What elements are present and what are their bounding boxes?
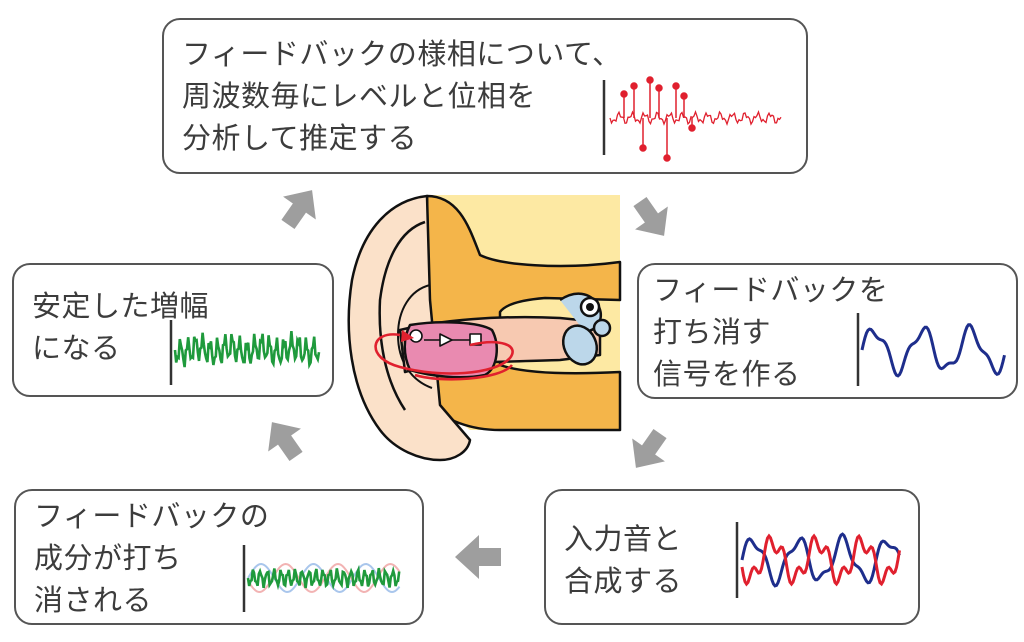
step-cancel-box: フィードバックの 成分が打ち 消される — [14, 489, 424, 625]
ossicles — [559, 292, 612, 366]
combine-waveform — [735, 522, 901, 598]
step-stable-line-2: になる — [32, 331, 121, 365]
step-generate-line-1: フィードバックを — [653, 273, 889, 307]
step-estimate-text: フィードバックの様相について、 周波数毎にレベルと位相を 分析して推定する — [182, 33, 622, 159]
estimate-stem-dot — [639, 144, 647, 152]
arrow-down-left-icon — [632, 428, 667, 468]
estimate-stem-dot — [620, 90, 628, 98]
estimate-stem-dot — [688, 124, 696, 132]
step-cancel-line-3: 消される — [34, 583, 153, 617]
step-estimate-box: フィードバックの様相について、 周波数毎にレベルと位相を 分析して推定する — [162, 18, 808, 174]
estimate-stem-dot — [630, 82, 638, 90]
arrow-up-right-icon — [281, 190, 316, 230]
step-combine-line-2: 合成する — [564, 564, 683, 598]
estimate-stem-dot — [663, 154, 671, 162]
step-combine-line-1: 入力音と — [564, 522, 683, 556]
stable-waveform — [169, 320, 321, 385]
step-cancel-text: フィードバックの 成分が打ち 消される — [34, 495, 269, 621]
step-estimate-line-2: 周波数毎にレベルと位相を — [182, 79, 537, 113]
estimate-stem-dot — [655, 84, 663, 92]
ear-illustration — [347, 194, 622, 462]
generate-waveform — [856, 313, 1006, 386]
estimate-stem-dot — [680, 92, 688, 100]
step-stable-line-1: 安定した増幅 — [32, 289, 210, 323]
feedback-loop-icon — [374, 330, 514, 381]
step-combine-text: 入力音と 合成する — [564, 518, 682, 602]
step-combine-box: 入力音と 合成する — [544, 489, 920, 625]
arrow-up-left-icon — [268, 422, 303, 462]
arrow-left-icon — [455, 535, 501, 579]
step-generate-line-2: 打ち消す — [653, 315, 772, 349]
step-estimate-line-1: フィードバックの様相について、 — [182, 37, 622, 71]
step-cancel-line-2: 成分が打ち — [34, 541, 182, 575]
arrow-down-right-icon — [633, 196, 668, 236]
cancel-waveform — [242, 545, 401, 612]
step-stable-box: 安定した増幅 になる — [12, 263, 334, 397]
step-stable-text: 安定した増幅 になる — [32, 285, 209, 369]
estimate-stem-dot — [646, 76, 654, 84]
estimate-waveform — [602, 76, 782, 162]
estimate-stem-dot — [672, 82, 680, 90]
step-generate-box: フィードバックを 打ち消す 信号を作る — [637, 263, 1018, 399]
cycle-arrows — [268, 190, 668, 579]
step-generate-text: フィードバックを 打ち消す 信号を作る — [653, 269, 888, 395]
step-generate-line-3: 信号を作る — [653, 357, 801, 391]
step-cancel-line-1: フィードバックの — [34, 499, 270, 533]
step-estimate-line-3: 分析して推定する — [182, 121, 418, 155]
pinna-fold — [378, 220, 426, 411]
